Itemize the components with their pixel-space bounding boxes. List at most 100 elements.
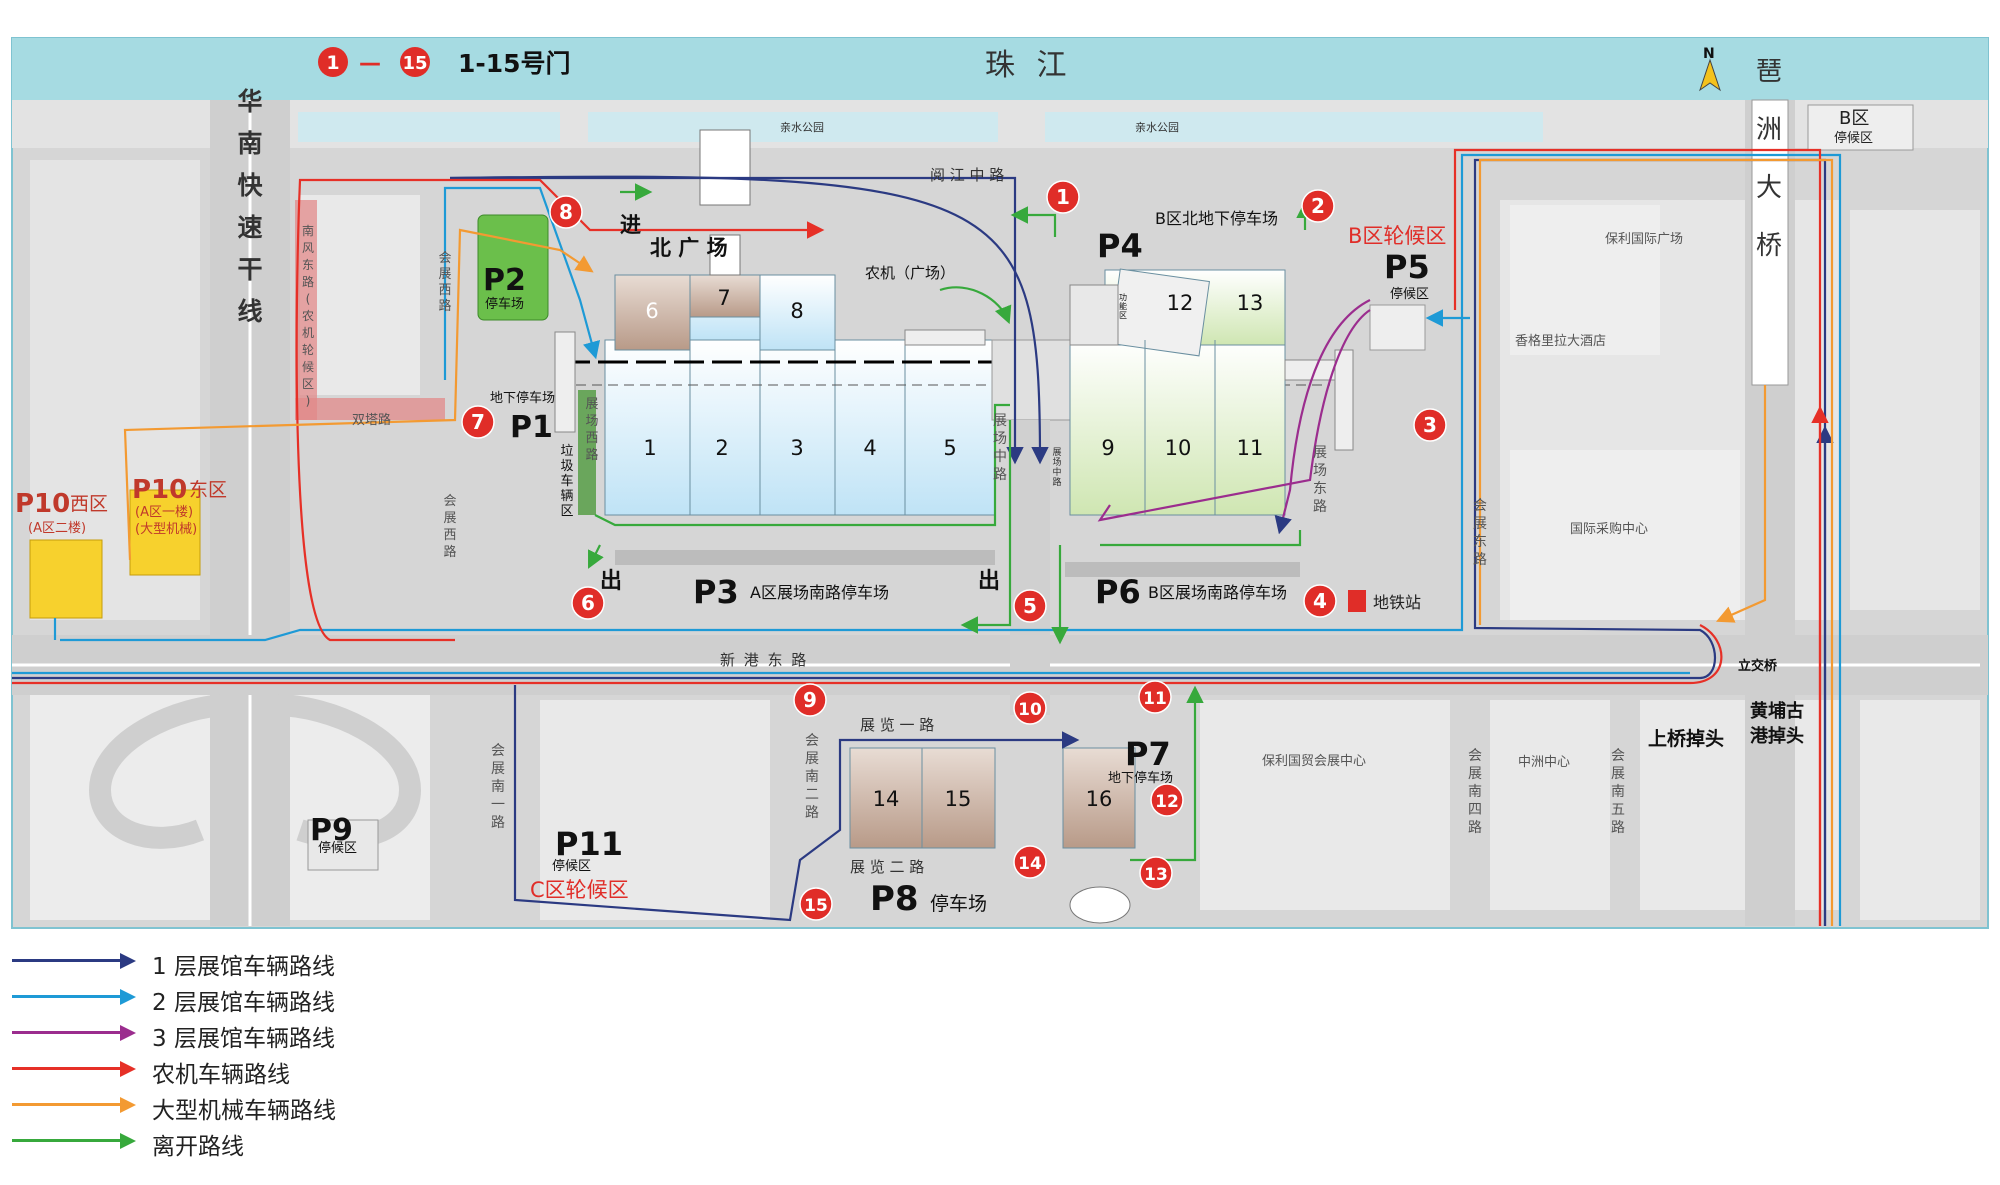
bridge-deck <box>1751 99 1789 386</box>
p10w-desc: (A区二楼) <box>28 521 86 536</box>
xingang-road-label: 新 港 东 路 <box>720 651 808 669</box>
hall-number-14: 14 <box>873 787 900 811</box>
compass-north-label: N <box>1703 46 1715 62</box>
route-machinery <box>123 228 594 561</box>
hall-number-8: 8 <box>790 299 803 323</box>
north-plaza-in-label: 进 <box>620 213 641 237</box>
gate-legend-to-circle <box>400 47 430 77</box>
hall-area-b <box>1069 339 1286 516</box>
legend-row-machinery: 大型机械车辆路线 <box>12 1089 612 1125</box>
route-level2 <box>60 153 1842 926</box>
legend-line <box>12 995 124 998</box>
legend-line <box>12 959 124 962</box>
gate-number-1: 1 <box>1056 185 1070 209</box>
hall-number-5: 5 <box>943 436 956 460</box>
p11-code: P11 <box>555 825 623 863</box>
gate-number-13: 13 <box>1144 865 1168 885</box>
legend-arrow-icon <box>120 1133 136 1149</box>
gate-number-3: 3 <box>1423 413 1437 437</box>
route-level2 <box>443 186 601 380</box>
zhanlan2-road-label: 展 览 二 路 <box>850 858 924 876</box>
road-label-zhanchang_dong: 展场东路 <box>1313 445 1327 515</box>
p5-lot <box>1369 304 1426 351</box>
p1-code: P1 <box>510 410 553 445</box>
legend-arrow-icon <box>120 1097 136 1113</box>
huangpu-uturn-label-1: 黄埔古 <box>1750 700 1804 722</box>
p10e-suffix: 东区 <box>189 479 227 501</box>
road-label-huizhan_xi2: 会展西路 <box>443 494 456 560</box>
hall-number-9: 9 <box>1101 436 1114 460</box>
city-block <box>1860 700 1980 920</box>
tower <box>699 129 751 206</box>
legend-line <box>12 1031 124 1034</box>
gate-marker-10 <box>1013 691 1047 725</box>
legend-line <box>12 1067 124 1070</box>
zhanlan1-road-label: 展 览 一 路 <box>860 716 934 734</box>
route-farm <box>12 624 1723 685</box>
p5-desc: 停候区 <box>1390 286 1429 302</box>
city-block <box>540 700 770 920</box>
p6-strip <box>1065 562 1300 577</box>
metro-icon <box>1348 590 1366 612</box>
city-block <box>300 195 420 395</box>
north-plaza-label: 北 广 场 <box>650 236 728 260</box>
gate-legend-dash: — <box>359 51 381 76</box>
gate-marker-2 <box>1301 189 1335 223</box>
hall-number-4: 4 <box>863 436 876 460</box>
legend-row-level3: 3 层展馆车辆路线 <box>12 1017 612 1053</box>
gate-number-12: 12 <box>1155 792 1179 812</box>
p11-desc: 停候区 <box>552 858 591 874</box>
exit-label-2: 出 <box>978 569 1000 594</box>
route-legend: 1 层展馆车辆路线 2 层展馆车辆路线 3 层展馆车辆路线 农机车辆路线 大型机… <box>12 945 612 1161</box>
gate-marker-6 <box>571 586 605 620</box>
gate-legend-from: 1 <box>326 52 339 74</box>
hall-7-block <box>689 274 761 318</box>
p3-desc: A区展场南路停车场 <box>750 583 889 602</box>
park-block-2 <box>588 112 998 142</box>
p3-code: P3 <box>693 573 739 611</box>
p4-code: P4 <box>1097 227 1143 265</box>
yuejiang-road-label: 阅 江 中 路 <box>930 166 1004 184</box>
p10-east-lot <box>129 489 201 576</box>
hall-number-13: 13 <box>1237 291 1264 315</box>
city-block <box>1200 700 1450 910</box>
road-label-huizhan_nan5: 会展南五路 <box>1611 748 1625 836</box>
hall-number-7: 7 <box>717 286 730 310</box>
hall-number-12: 12 <box>1167 291 1194 315</box>
exit-label-1: 出 <box>600 569 622 594</box>
p6-desc: B区展场南路停车场 <box>1148 583 1287 602</box>
shangri-la-label: 香格里拉大酒店 <box>1515 333 1606 349</box>
intl-purchase-label: 国际采购中心 <box>1570 521 1648 537</box>
routes <box>12 148 1842 926</box>
garbage-zone <box>578 390 596 515</box>
road-label-zhanchang_zhong: 展场中路 <box>993 413 1007 483</box>
p10e-code: P10 <box>132 475 187 505</box>
c-wait-label: C区轮候区 <box>530 878 629 902</box>
hall-16-block <box>1062 747 1136 849</box>
p6-code: P6 <box>1095 573 1141 611</box>
p4-desc: B区北地下停车场 <box>1155 209 1278 228</box>
gate-legend-from-circle <box>318 47 348 77</box>
park-label-1: 亲水公园 <box>780 120 824 134</box>
p3-strip <box>615 550 995 565</box>
city-block <box>1510 205 1660 355</box>
gate-number-11: 11 <box>1143 689 1167 709</box>
city-block <box>1490 700 1610 910</box>
gate-marker-4 <box>1303 584 1337 618</box>
gate-marker-1 <box>1046 180 1080 214</box>
legend-line <box>12 1139 124 1142</box>
hall-number-16: 16 <box>1086 787 1113 811</box>
gate-marker-8 <box>549 195 583 229</box>
hall-6-block <box>614 274 691 351</box>
legend-line <box>12 1103 124 1106</box>
road-label-huizhan_nan1: 会展南一路 <box>491 743 505 831</box>
huangpu-uturn-label-2: 港掉头 <box>1750 725 1804 747</box>
legend-row-farm: 农机车辆路线 <box>12 1053 612 1089</box>
city-block <box>1850 210 1980 610</box>
garbage-zone-label: 垃圾车辆区 <box>560 444 573 519</box>
route-exit <box>960 420 1012 634</box>
p1-entry <box>554 331 576 433</box>
